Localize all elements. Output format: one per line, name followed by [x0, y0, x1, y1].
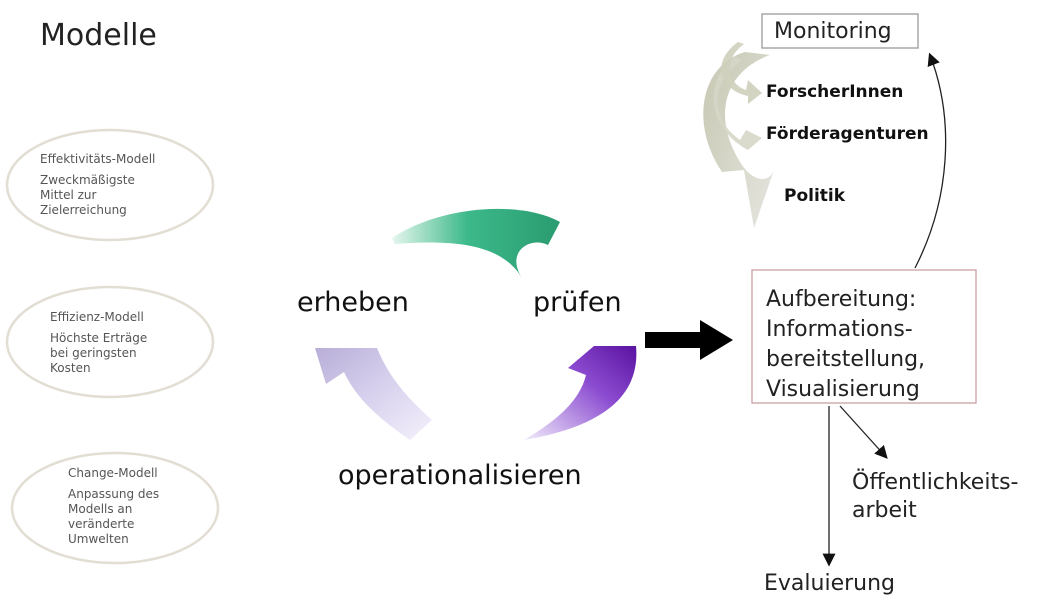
gray-arrow-politik: [703, 52, 774, 228]
monitoring-label: Monitoring: [774, 19, 892, 44]
page-title: Modelle: [40, 18, 157, 53]
output-oeffentlichkeitsarbeit: Öffentlichkeits- arbeit: [852, 469, 1018, 525]
green-cycle-arrow: [392, 208, 560, 278]
processing-line: Aufbereitung:: [766, 287, 917, 312]
output-line: Öffentlichkeits-: [852, 470, 1019, 495]
lavender-cycle-arrow: [315, 348, 432, 440]
output-evaluierung: Evaluierung: [764, 571, 896, 596]
model-line: Umwelten: [68, 532, 129, 546]
model-effizienz: Effizienz-Modell Höchste Erträge bei ger…: [50, 310, 147, 376]
model-name: Change-Modell: [68, 466, 158, 480]
output-line: arbeit: [852, 498, 917, 523]
model-name: Effizienz-Modell: [50, 310, 144, 324]
model-line: Höchste Erträge: [50, 331, 148, 345]
processing-box: [751, 269, 977, 404]
model-change: Change-Modell Anpassung des Modells an v…: [68, 466, 159, 547]
model-line: Modells an: [68, 502, 133, 516]
processing-line: Visualisierung: [766, 377, 920, 402]
purple-cycle-arrow: [524, 346, 637, 440]
model-ellipse-effizienz: [5, 285, 215, 399]
arrow-to-monitoring: [914, 52, 947, 269]
processing-line: Informations-: [766, 317, 913, 342]
processing-box-text: Aufbereitung: Informations- bereitstellu…: [766, 285, 925, 405]
model-effektivitaet: Effektivitäts-Modell Zweckmäßigste Mitte…: [40, 152, 155, 218]
model-line: veränderte: [68, 517, 135, 531]
model-ellipse-change: [10, 451, 220, 565]
cycle-label-operationalisieren: operationalisieren: [338, 460, 582, 491]
model-line: Anpassung des: [68, 487, 160, 501]
forward-arrow: [645, 320, 733, 360]
model-line: Kosten: [50, 361, 91, 375]
cycle-label-erheben: erheben: [297, 287, 409, 318]
model-name: Effektivitäts-Modell: [40, 152, 156, 166]
audience-foerderagenturen: Förderagenturen: [766, 124, 929, 144]
arrow-to-oeffentlichkeitsarbeit: [839, 405, 888, 459]
processing-line: bereitstellung,: [766, 347, 926, 372]
model-line: Mittel zur: [40, 188, 97, 202]
model-line: bei geringsten: [50, 346, 137, 360]
cycle-label-pruefen: prüfen: [533, 287, 622, 318]
gray-arrow-foerderagenturen: [713, 56, 762, 150]
audience-politik: Politik: [784, 186, 846, 206]
audience-forscherinnen: ForscherInnen: [766, 82, 904, 102]
model-ellipse-effektivitaet: [5, 128, 215, 242]
gray-arrow-forscherinnen: [721, 42, 762, 104]
monitoring-box: [761, 13, 919, 49]
model-line: Zielerreichung: [40, 203, 127, 217]
model-line: Zweckmäßigste: [40, 173, 135, 187]
